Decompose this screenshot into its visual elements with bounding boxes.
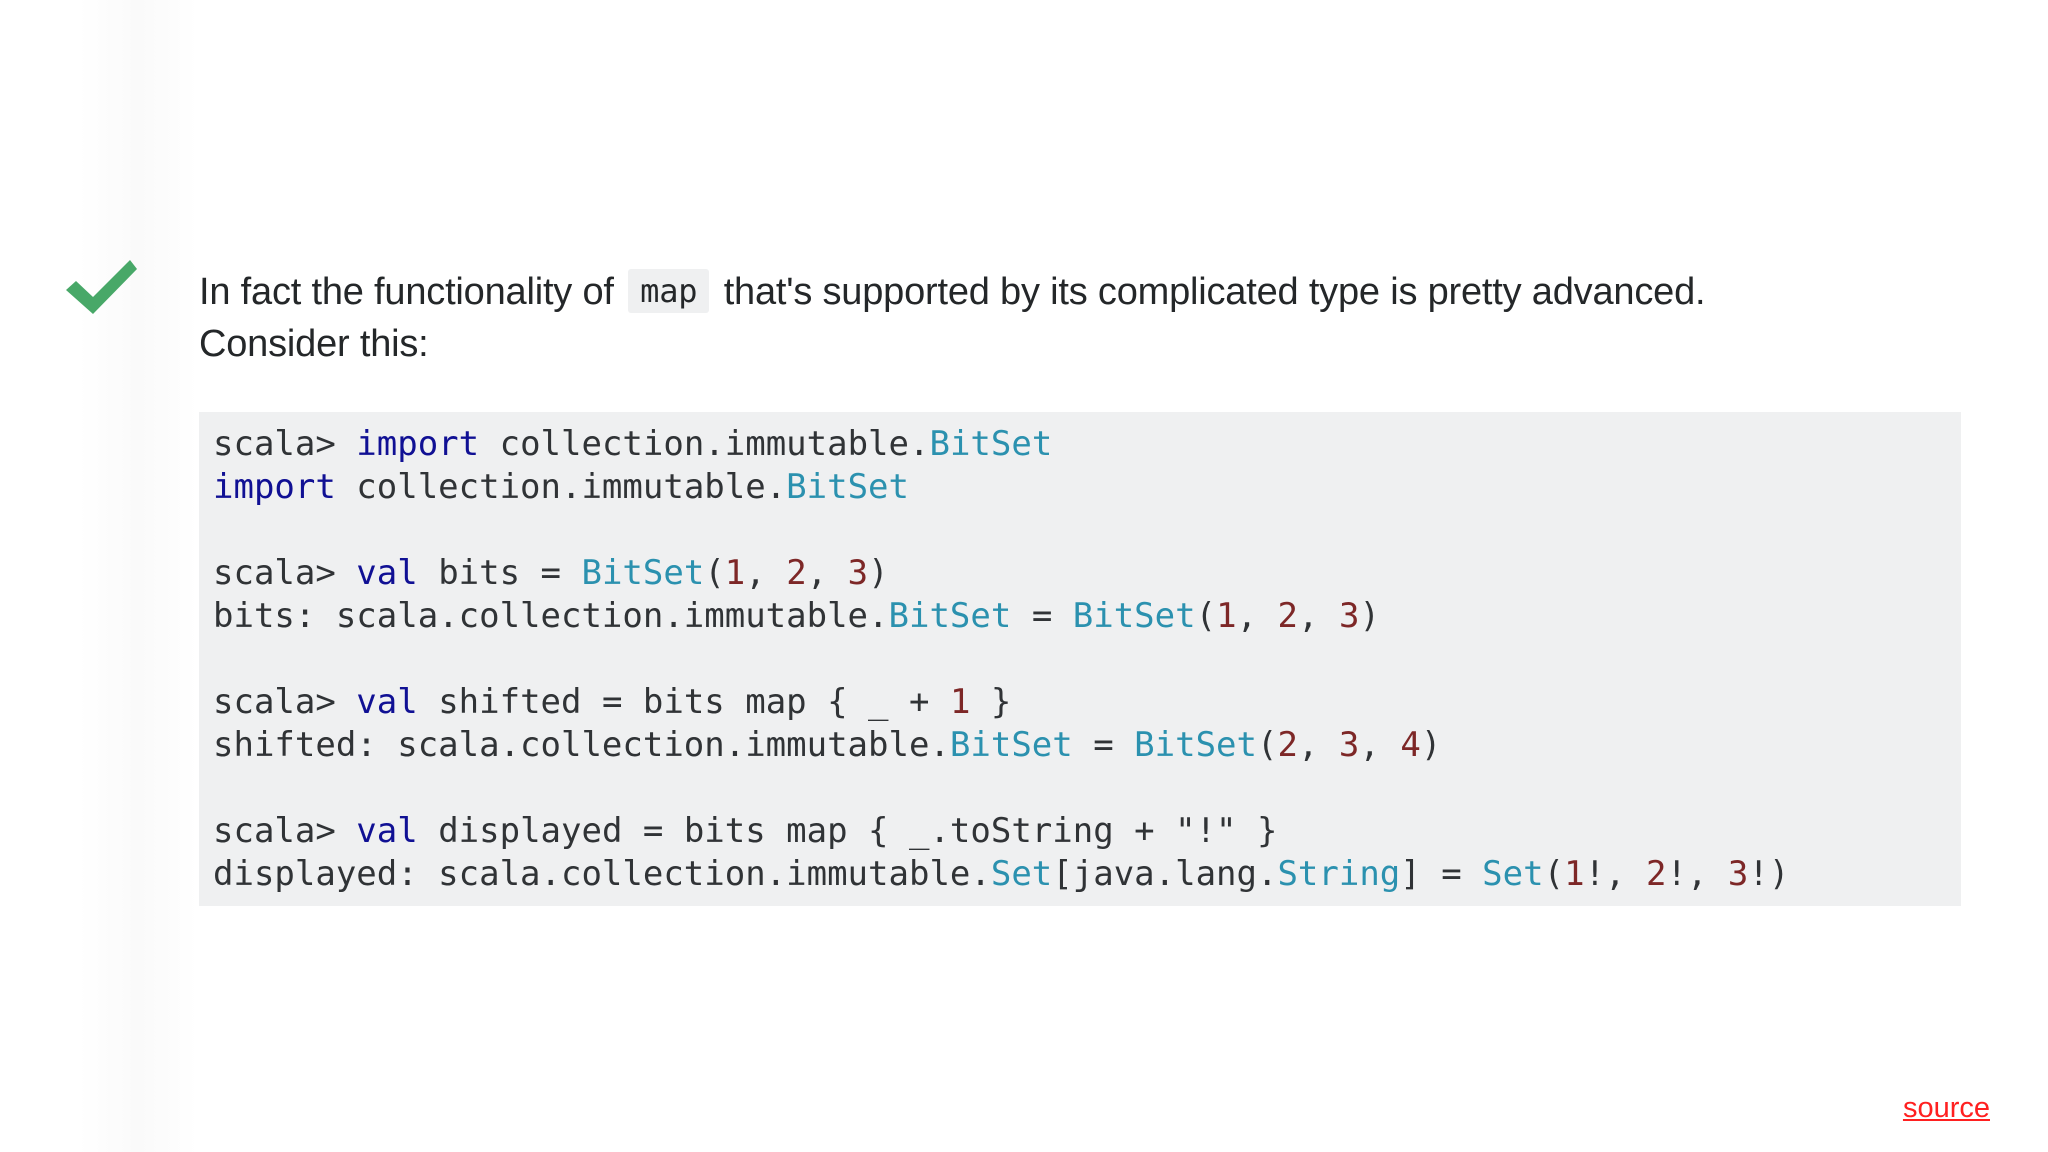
code-text: scala> [213, 553, 357, 593]
code-keyword: val [356, 553, 418, 593]
code-type: BitSet [888, 596, 1012, 636]
code-keyword: import [356, 424, 480, 464]
code-text: shifted = bits map { _ + [417, 682, 950, 722]
code-line [213, 638, 1961, 681]
code-line: scala> val displayed = bits map { _.toSt… [213, 810, 1961, 853]
code-number: 2 [1277, 725, 1298, 765]
code-block: scala> import collection.immutable.BitSe… [199, 412, 1961, 906]
code-type: Set [1482, 854, 1544, 894]
code-text: ( [1257, 725, 1278, 765]
check-icon [66, 260, 137, 314]
code-text: ) [868, 553, 889, 593]
code-text: ( [1543, 854, 1565, 894]
source-link[interactable]: source [1902, 1092, 1990, 1124]
code-line [213, 767, 1961, 810]
code-line: scala> val bits = BitSet(1, 2, 3) [213, 552, 1961, 595]
code-number: 2 [786, 553, 807, 593]
code-line: import collection.immutable.BitSet [213, 466, 1961, 509]
answer-text: In fact the functionality of map that's … [199, 266, 1999, 370]
code-number: 3 [847, 553, 869, 593]
code-text: , [806, 553, 848, 593]
code-text: shifted: scala.collection.immutable. [213, 725, 950, 765]
code-text: !, [1584, 854, 1646, 894]
code-keyword: val [356, 811, 418, 851]
code-type: BitSet [949, 725, 1073, 765]
code-text: scala> [213, 811, 357, 851]
code-text: bits = [417, 553, 582, 593]
background-shade [78, 0, 198, 1152]
inline-code-map: map [628, 269, 710, 313]
code-text: displayed = bits map { _.toString + "!" … [417, 811, 1278, 851]
code-text: ) [1359, 596, 1380, 636]
code-text: , [745, 553, 787, 593]
code-text: } [970, 682, 1012, 722]
code-text: , [1298, 596, 1339, 636]
code-text: bits: scala.collection.immutable. [213, 596, 889, 636]
code-text: ( [704, 553, 725, 593]
code-number: 1 [1216, 596, 1237, 636]
code-text: , [1297, 725, 1339, 765]
code-text: ( [1195, 596, 1217, 636]
code-text: = [1072, 725, 1135, 765]
code-number: 1 [1564, 854, 1585, 894]
intro-after: that's supported by its complicated type… [723, 271, 1706, 313]
code-number: 4 [1400, 725, 1421, 765]
code-number: 2 [1277, 596, 1298, 636]
code-number: 2 [1645, 854, 1667, 894]
code-text: collection.immutable. [479, 424, 930, 464]
code-number: 3 [1338, 596, 1360, 636]
code-text: , [1236, 596, 1278, 636]
code-line: bits: scala.collection.immutable.BitSet … [213, 595, 1961, 638]
answer-intro: In fact the functionality of map that's … [199, 266, 1999, 370]
code-text: [java.lang. [1052, 854, 1278, 894]
code-text: , [1359, 725, 1401, 765]
code-type: Set [990, 854, 1053, 894]
intro-line-2: Consider this: [199, 323, 429, 365]
code-keyword: val [356, 682, 418, 722]
code-line [213, 509, 1961, 552]
code-text: = [1011, 596, 1073, 636]
code-line: displayed: scala.collection.immutable.Se… [213, 853, 1961, 896]
code-type: String [1277, 854, 1401, 894]
code-text: collection.immutable. [335, 467, 787, 507]
code-number: 1 [949, 682, 971, 722]
code-line: scala> val shifted = bits map { _ + 1 } [213, 681, 1961, 724]
code-text: ] = [1400, 854, 1483, 894]
code-text: scala> [213, 682, 357, 722]
code-type: BitSet [1072, 596, 1196, 636]
code-text: !, [1666, 854, 1728, 894]
intro-before: In fact the functionality of [199, 271, 614, 313]
code-type: BitSet [786, 467, 909, 507]
code-text: !) [1748, 854, 1790, 894]
code-text: ) [1420, 725, 1442, 765]
code-line: shifted: scala.collection.immutable.BitS… [213, 724, 1961, 767]
code-line: scala> import collection.immutable.BitSe… [213, 423, 1961, 466]
code-keyword: import [213, 467, 336, 507]
code-type: BitSet [1134, 725, 1257, 765]
code-type: BitSet [929, 424, 1053, 464]
code-text: scala> [213, 424, 357, 464]
code-number: 3 [1727, 854, 1749, 894]
code-type: BitSet [581, 553, 705, 593]
code-text: displayed: scala.collection.immutable. [213, 854, 991, 894]
code-number: 1 [724, 553, 746, 593]
code-number: 3 [1338, 725, 1360, 765]
